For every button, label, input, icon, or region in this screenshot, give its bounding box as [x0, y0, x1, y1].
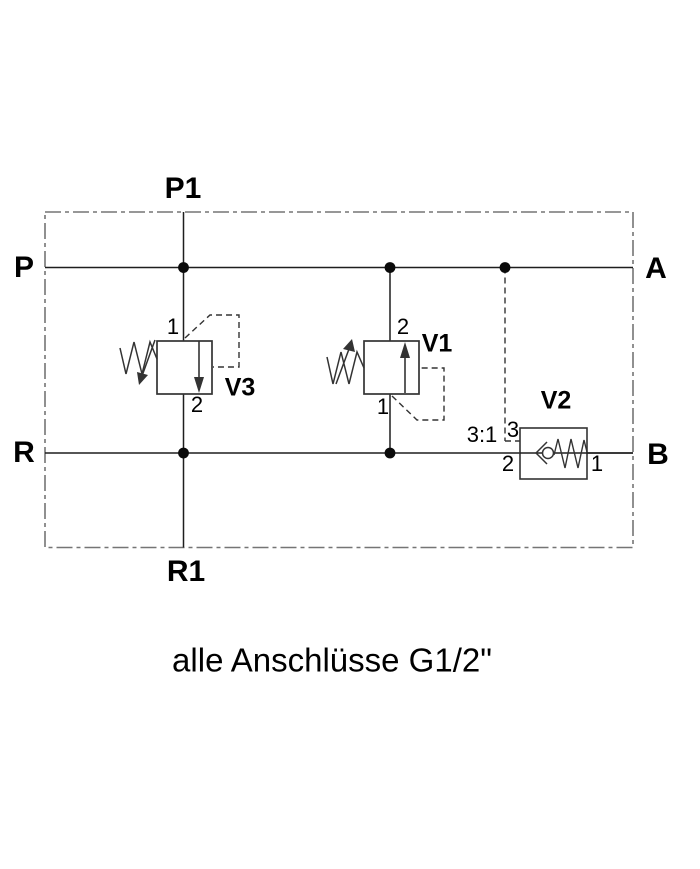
v2-port-3-label: 3 — [506, 417, 520, 442]
valve-v1-symbol — [326, 339, 445, 421]
junction-dots — [178, 262, 511, 459]
valve-label-v2: V2 — [540, 386, 572, 415]
v3-adjust-arrow-shaft — [141, 339, 156, 377]
v3-spring — [119, 339, 158, 375]
v3-flow-arrow-head — [194, 377, 204, 393]
junction-r-r1 — [178, 447, 189, 459]
v1-pilot-loop — [391, 367, 445, 421]
port-label-a: A — [645, 252, 667, 285]
junction-p-pilot — [499, 262, 511, 273]
v3-adjust-arrow-head — [137, 372, 148, 385]
v1-port-1-label: 1 — [376, 394, 390, 419]
v3-port-1-label: 1 — [166, 314, 180, 339]
v3-pilot-loop — [184, 314, 240, 368]
v3-body — [156, 340, 213, 395]
v2-seat-lower — [535, 452, 548, 465]
port-label-b: B — [647, 438, 669, 471]
v2-ball — [541, 446, 555, 460]
v1-adjust-arrow-shaft — [335, 348, 350, 385]
v1-spring — [326, 349, 365, 385]
v2-pilot-line — [504, 267, 520, 442]
junction-p-v1 — [384, 262, 396, 273]
manifold-border — [44, 211, 634, 549]
valve-label-v1: V1 — [421, 329, 453, 358]
v2-port-2-label: 2 — [501, 451, 515, 476]
v2-seat-upper — [535, 441, 548, 454]
v1-adjust-arrow-head — [343, 339, 355, 352]
v1-body — [363, 340, 420, 395]
valve-v2-symbol — [519, 427, 633, 480]
v2-pilot-ratio-label: 3:1 — [466, 422, 498, 447]
v2-spring — [553, 438, 588, 469]
port-label-p: P — [13, 251, 35, 284]
v2-port-1-label: 1 — [590, 451, 604, 476]
junction-r-v1 — [384, 447, 396, 459]
port-label-p1: P1 — [164, 172, 202, 205]
v1-port-2-label: 2 — [396, 314, 410, 339]
port-label-r1: R1 — [166, 555, 206, 588]
port-label-r: R — [13, 436, 35, 469]
valve-v3-symbol — [119, 314, 240, 395]
v3-port-2-label: 2 — [190, 392, 204, 417]
caption-text: alle Anschlüsse G1/2" — [172, 641, 492, 679]
junction-p-p1 — [178, 262, 189, 273]
valve-label-v3: V3 — [224, 373, 256, 402]
v1-flow-arrow-head — [400, 342, 410, 358]
